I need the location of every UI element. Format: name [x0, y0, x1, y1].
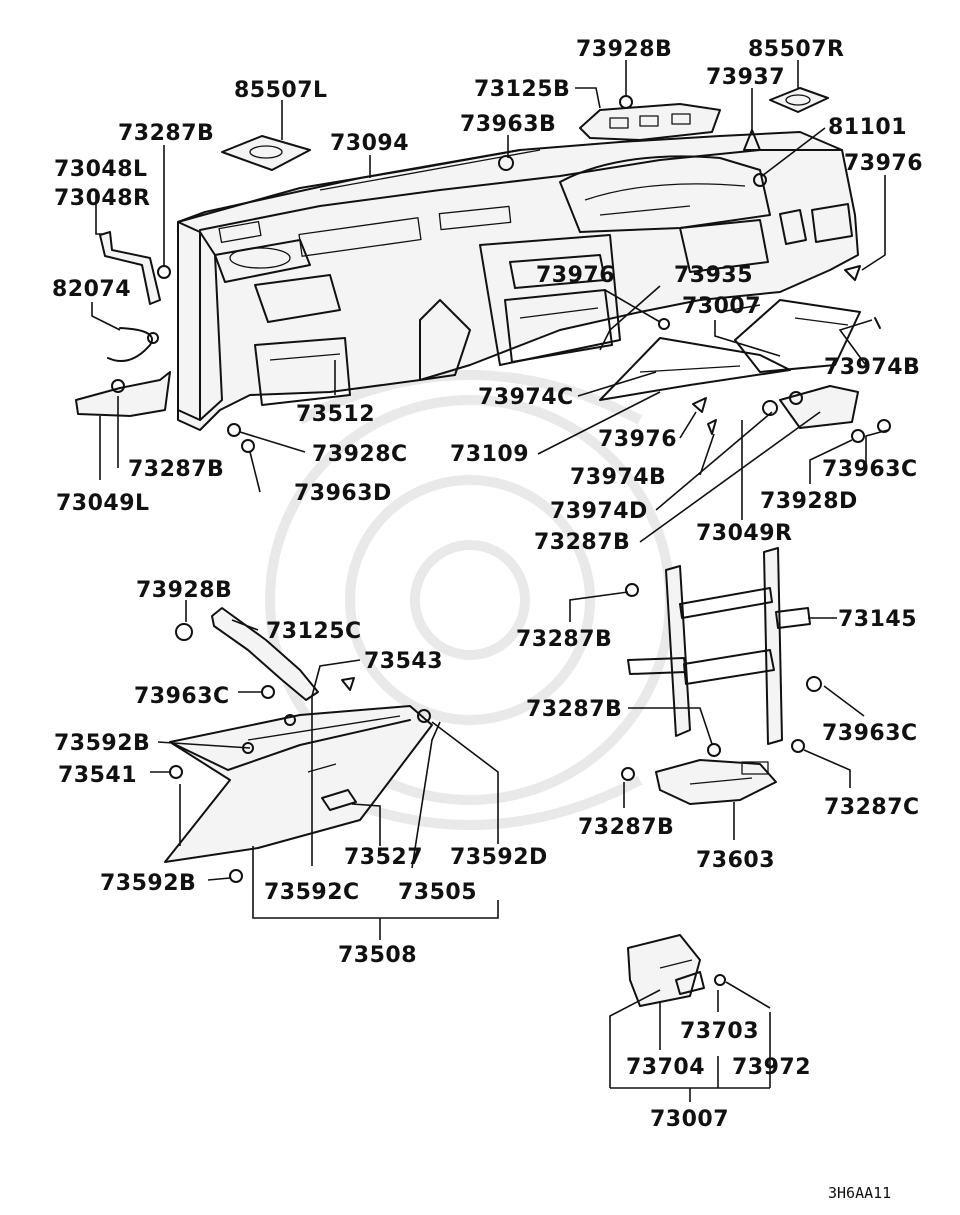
part-label: 73287B — [578, 815, 674, 840]
center-bracket-drawing — [621, 547, 822, 805]
part-label: 73287C — [824, 795, 920, 820]
part-label: 73963B — [460, 112, 556, 137]
part-label: 73928C — [312, 442, 408, 467]
part-label: 73287B — [516, 627, 612, 652]
part-label: 73007 — [682, 294, 761, 319]
leader-lines — [91, 60, 889, 1102]
part-label: 73287B — [534, 530, 630, 555]
part-label: 73007 — [650, 1107, 729, 1132]
part-label: 85507R — [748, 37, 844, 62]
part-label: 73592D — [450, 845, 548, 870]
part-label: 73963C — [134, 684, 230, 709]
part-label: 73976 — [598, 427, 677, 452]
part-label: 73603 — [696, 848, 775, 873]
part-label: 73048R — [54, 186, 150, 211]
part-label: 73109 — [450, 442, 529, 467]
right-brackets — [658, 317, 891, 443]
part-label: 73703 — [680, 1019, 759, 1044]
part-label: 73125B — [474, 77, 570, 102]
part-label: 73048L — [54, 157, 148, 182]
part-label: 73592B — [100, 871, 196, 896]
part-label: 73974C — [478, 385, 574, 410]
part-label: 73972 — [732, 1055, 811, 1080]
part-label: 73527 — [344, 845, 423, 870]
part-label: 73937 — [706, 65, 785, 90]
part-label: 73049L — [56, 491, 150, 516]
part-label: 73928B — [576, 37, 672, 62]
part-label: 73094 — [330, 131, 409, 156]
part-label: 73928B — [136, 578, 232, 603]
part-label: 73508 — [338, 943, 417, 968]
part-label: 73974B — [824, 355, 920, 380]
part-label: 73976 — [536, 263, 615, 288]
part-label: 73287B — [526, 697, 622, 722]
glove-box-drawing — [164, 607, 433, 883]
duct-73007-drawing — [627, 934, 726, 1007]
part-label: 73049R — [696, 521, 792, 546]
part-label: 73592C — [264, 880, 360, 905]
part-label: 73287B — [118, 121, 214, 146]
part-label: 73963C — [822, 721, 918, 746]
part-labels: 85507L 73928B 85507R 73125B 73937 73287B… — [52, 37, 923, 1202]
part-label: 73963C — [822, 457, 918, 482]
part-label: 73935 — [674, 263, 753, 288]
part-label: 73963D — [294, 481, 392, 506]
part-label: 73512 — [296, 402, 375, 427]
part-label: 73145 — [838, 607, 917, 632]
part-label: 73974D — [550, 499, 648, 524]
part-label: 81101 — [828, 115, 907, 140]
part-label: 73125C — [266, 619, 362, 644]
part-label: 85507L — [234, 78, 328, 103]
part-label: 73592B — [54, 731, 150, 756]
part-label: 73976 — [844, 151, 923, 176]
part-label: 73505 — [398, 880, 477, 905]
part-label: 73541 — [58, 763, 137, 788]
part-label: 82074 — [52, 277, 131, 302]
part-label: 73928D — [760, 489, 858, 514]
drawing-code: 3H6AA11 — [828, 1184, 891, 1202]
part-label: 73704 — [626, 1055, 705, 1080]
part-label: 73287B — [128, 457, 224, 482]
part-label: 73974B — [570, 465, 666, 490]
top-small-parts — [221, 87, 861, 281]
part-label: 73543 — [364, 649, 443, 674]
